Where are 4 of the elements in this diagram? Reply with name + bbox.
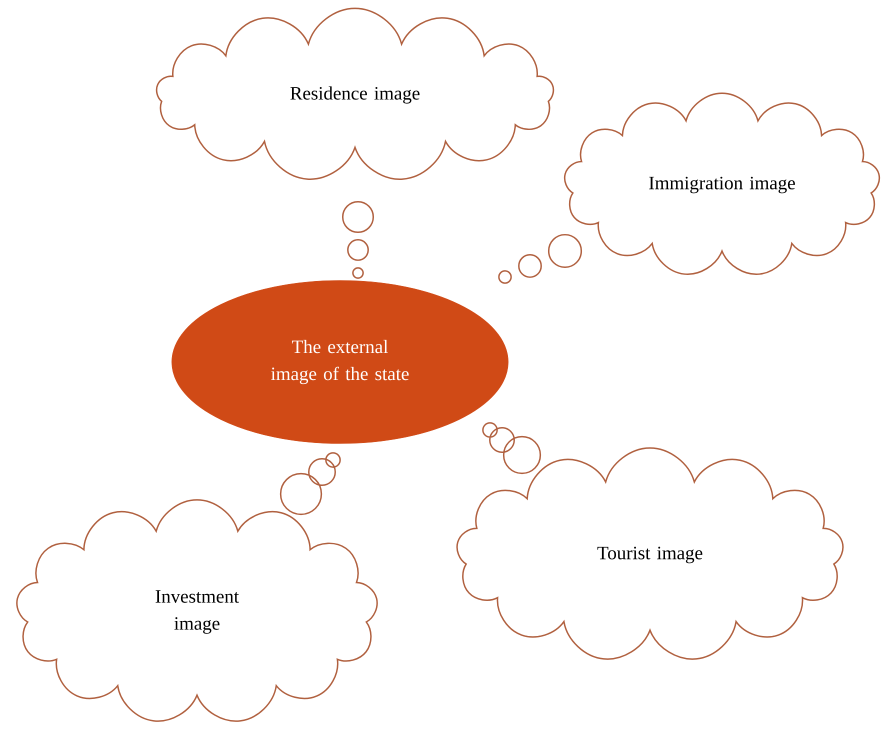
thought-cloud: Immigration image xyxy=(498,92,880,284)
thought-cloud: Investment image xyxy=(16,452,378,722)
thought-cloud: Residence image xyxy=(156,8,554,279)
thought-cloud: Tourist image xyxy=(456,422,844,660)
